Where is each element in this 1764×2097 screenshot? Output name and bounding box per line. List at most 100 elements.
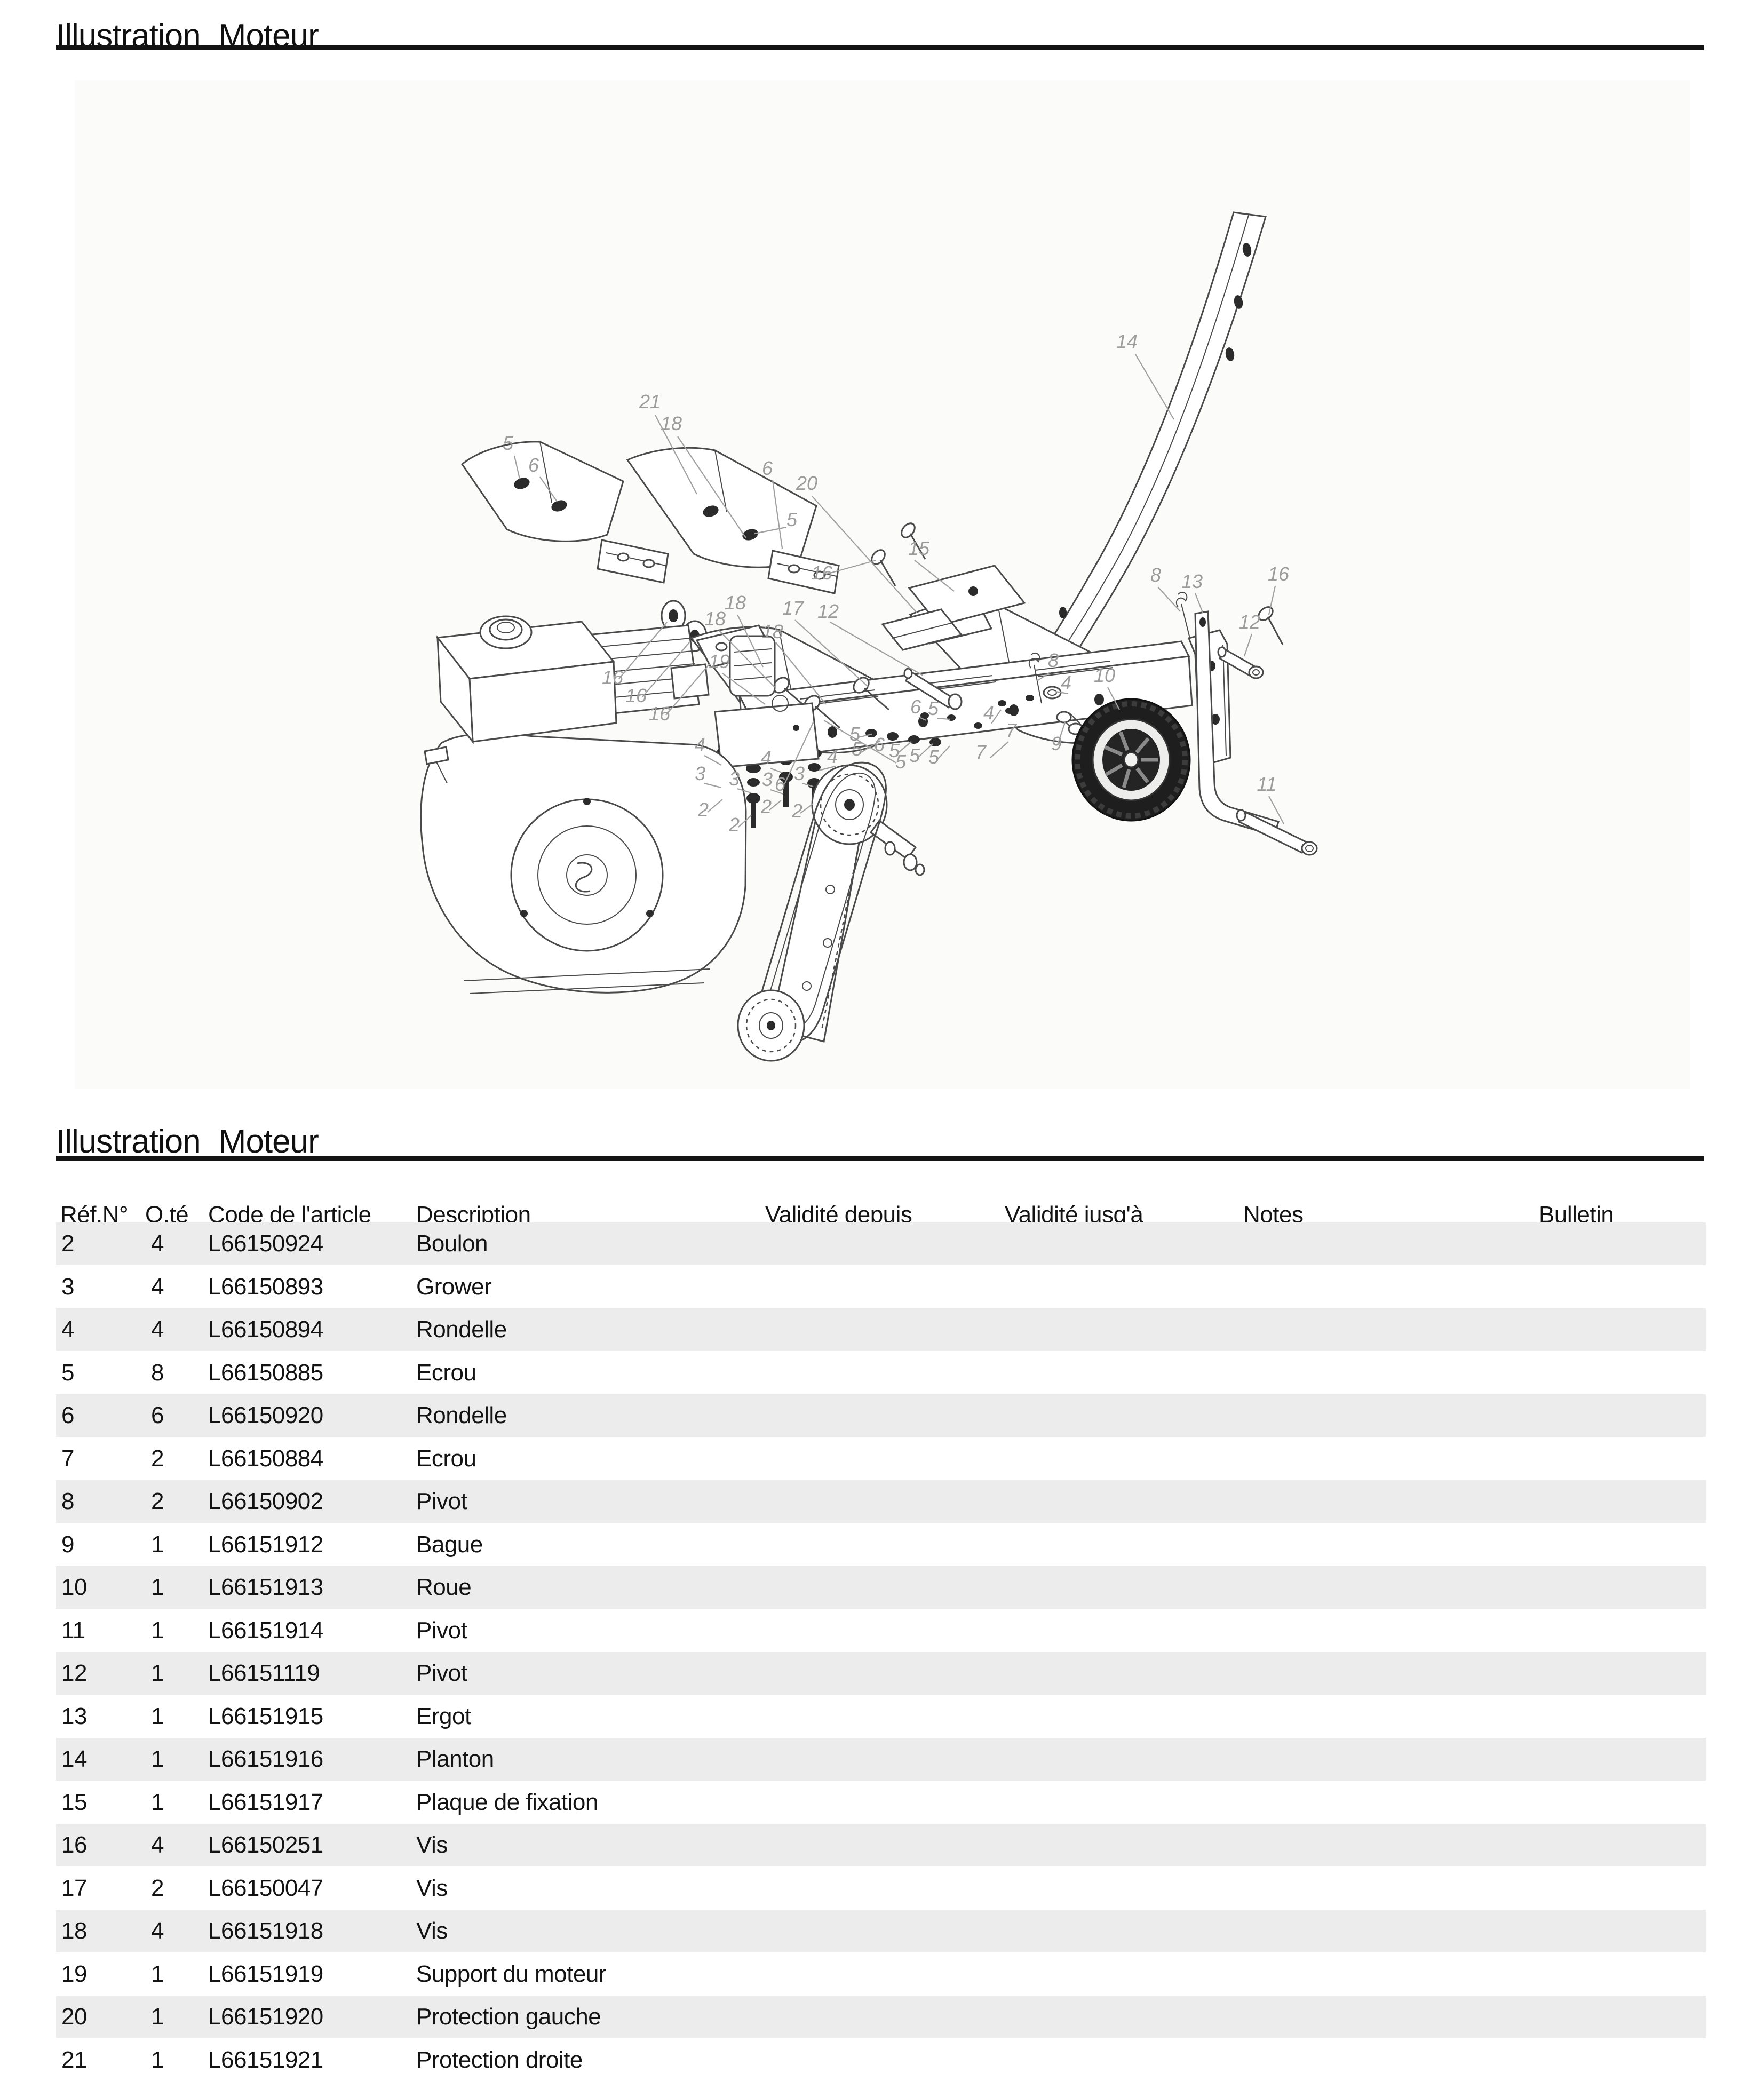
cell-ref: 3 — [61, 1274, 74, 1300]
cell-qty: 1 — [151, 1703, 164, 1729]
cell-ref: 5 — [61, 1360, 74, 1386]
part-callout-10: 10 — [1094, 664, 1115, 686]
cell-ref: 13 — [61, 1703, 87, 1729]
cell-code: L66150902 — [208, 1488, 323, 1514]
part-callout-16: 16 — [1268, 563, 1290, 585]
cell-description: Vis — [416, 1875, 448, 1901]
cell-qty: 8 — [151, 1360, 164, 1386]
fixing-plate — [871, 522, 1284, 651]
cell-ref: 9 — [61, 1531, 74, 1558]
part-callout-9: 9 — [1051, 733, 1062, 754]
part-callout-4: 4 — [827, 745, 838, 767]
cell-code: L66151917 — [208, 1789, 323, 1815]
table-title-rule — [56, 1156, 1704, 1161]
part-callout-18: 18 — [704, 608, 726, 630]
cell-qty: 2 — [151, 1875, 164, 1901]
cell-description: Protection gauche — [416, 2004, 601, 2030]
cell-description: Ecrou — [416, 1445, 476, 1472]
part-callout-12: 12 — [1239, 611, 1260, 633]
part-callout-7: 7 — [975, 741, 987, 763]
cell-description: Ergot — [416, 1703, 471, 1729]
part-callout-16: 16 — [625, 685, 647, 706]
cell-qty: 4 — [151, 1918, 164, 1944]
wheel-spokes — [1103, 731, 1158, 788]
cell-qty: 4 — [151, 1832, 164, 1858]
part-callout-18: 18 — [661, 412, 682, 434]
part-callout-2: 2 — [728, 814, 740, 836]
cell-ref: 15 — [61, 1789, 87, 1815]
part-callout-6: 6 — [874, 734, 885, 756]
part-callout-11: 11 — [1257, 773, 1276, 795]
part-callout-4: 4 — [761, 746, 772, 768]
part-callout-3: 3 — [729, 768, 740, 790]
cell-ref: 18 — [61, 1918, 87, 1944]
cell-ref: 8 — [61, 1488, 74, 1514]
title-rule — [56, 45, 1704, 50]
cell-ref: 7 — [61, 1445, 74, 1472]
part-callout-4: 4 — [695, 734, 705, 756]
part-callout-5: 5 — [849, 723, 861, 745]
cell-code: L66151915 — [208, 1703, 323, 1729]
cell-code: L66151912 — [208, 1531, 323, 1558]
part-callout-2: 2 — [791, 800, 802, 822]
cell-code: L66151914 — [208, 1617, 323, 1643]
part-callout-4: 4 — [983, 702, 994, 724]
cell-ref: 20 — [61, 2004, 87, 2030]
part-callout-5: 5 — [909, 744, 920, 766]
cell-description: Boulon — [416, 1230, 488, 1257]
cell-code: L66151916 — [208, 1746, 323, 1772]
part-callout-15: 15 — [908, 537, 930, 559]
cell-qty: 4 — [151, 1230, 164, 1257]
part-callout-2: 2 — [697, 799, 709, 821]
engine-exploded-diagram: 1421185616161662056516151618181712181981… — [75, 80, 1690, 1089]
part-callout-18: 18 — [762, 621, 783, 642]
cell-description: Vis — [416, 1832, 448, 1858]
cell-ref: 6 — [61, 1402, 74, 1428]
cell-qty: 2 — [151, 1445, 164, 1472]
cell-code: L66150885 — [208, 1360, 323, 1386]
cell-ref: 17 — [61, 1875, 87, 1901]
cell-code: L66150251 — [208, 1832, 323, 1858]
cell-description: Planton — [416, 1746, 494, 1772]
part-callout-5: 5 — [928, 746, 940, 768]
part-callout-17: 17 — [782, 597, 805, 619]
cell-code: L66151921 — [208, 2047, 323, 2073]
cell-ref: 12 — [61, 1660, 87, 1686]
cell-qty: 1 — [151, 1531, 164, 1558]
cell-ref: 16 — [61, 1832, 87, 1858]
cell-qty: 2 — [151, 1488, 164, 1514]
part-callout-18: 18 — [725, 592, 746, 614]
cell-qty: 1 — [151, 1961, 164, 1987]
cell-ref: 21 — [61, 2047, 87, 2073]
part-callout-6: 6 — [528, 454, 539, 476]
wheel-assembly — [1071, 591, 1318, 856]
cell-description: Grower — [416, 1274, 492, 1300]
cell-qty: 1 — [151, 1574, 164, 1600]
part-callout-3: 3 — [695, 762, 705, 784]
cell-code: L66150920 — [208, 1402, 323, 1428]
belt-drive — [737, 761, 925, 1062]
cell-description: Pivot — [416, 1617, 467, 1643]
part-callout-5: 5 — [786, 509, 798, 530]
pull-handle — [424, 746, 449, 765]
part-callout-16: 16 — [811, 562, 833, 584]
diagram-background — [75, 80, 1690, 1089]
part-callout-6: 6 — [762, 457, 773, 479]
cell-description: Rondelle — [416, 1316, 507, 1343]
cell-code: L66151918 — [208, 1918, 323, 1944]
part-callout-13: 13 — [1181, 570, 1203, 592]
part-callout-5: 5 — [852, 738, 863, 760]
